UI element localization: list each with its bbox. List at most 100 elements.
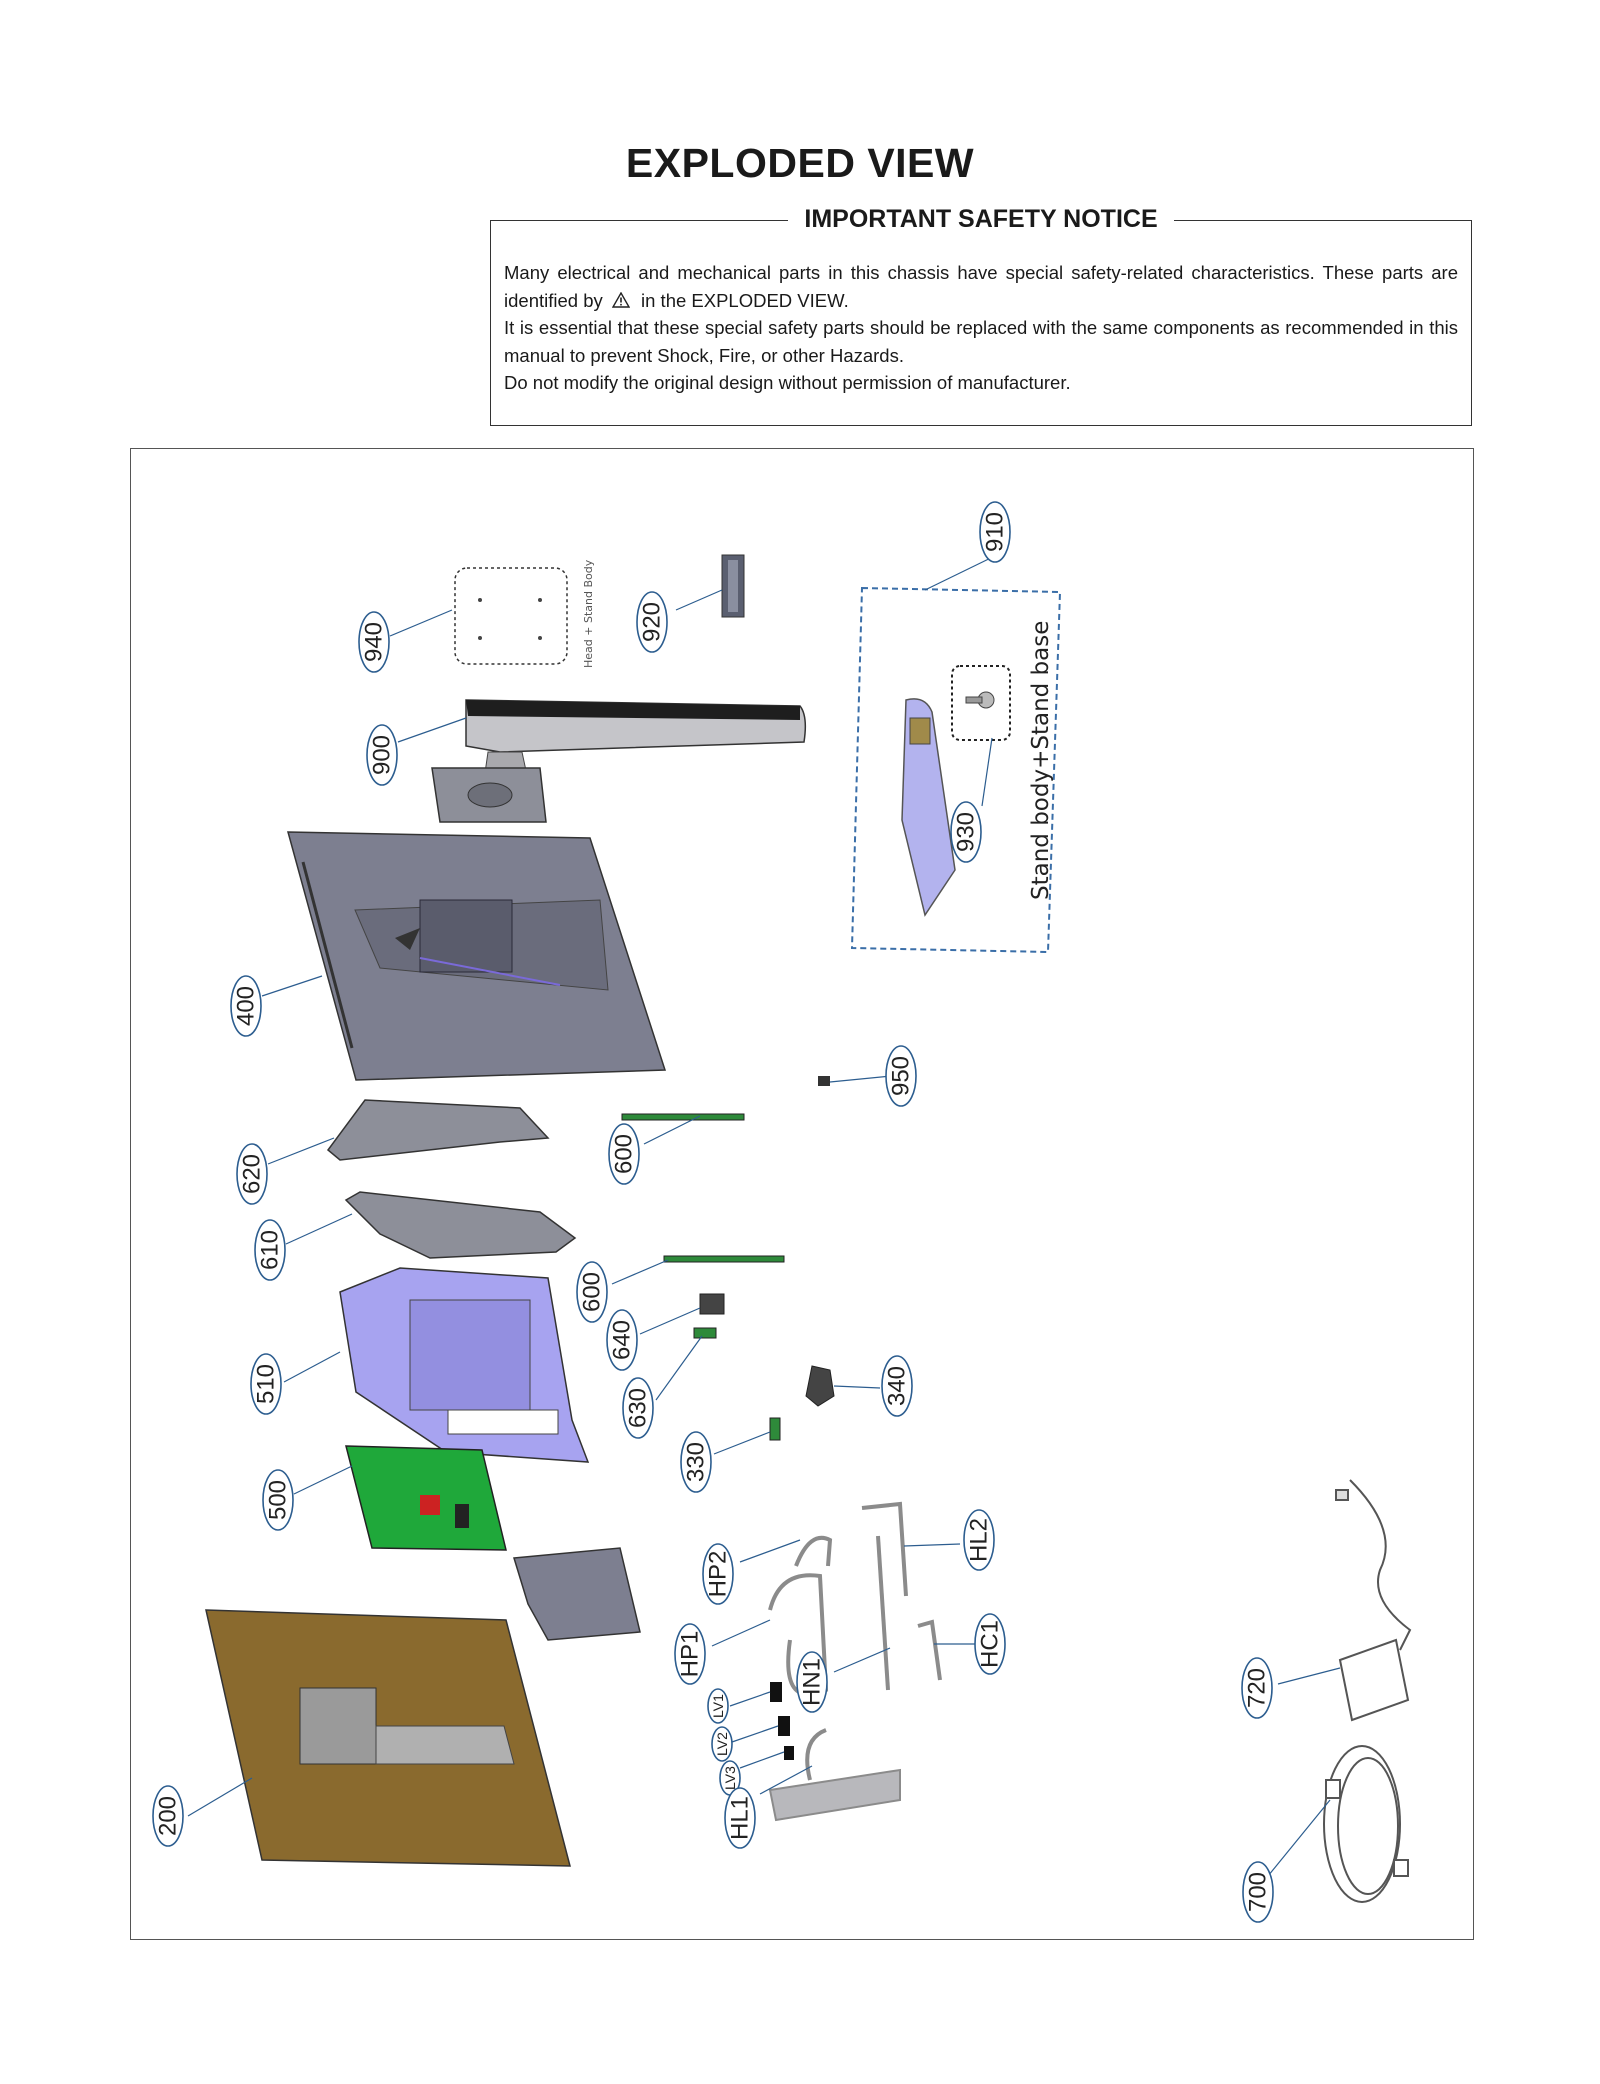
callout-label: HL2 — [966, 1518, 993, 1562]
chassis-510 — [339, 1267, 590, 1463]
safety-notice-box: IMPORTANT SAFETY NOTICE Many electrical … — [490, 205, 1472, 426]
callout-ring — [230, 975, 262, 1037]
notice-line-2: It is essential that these special safet… — [504, 317, 1458, 366]
callout-200: 200 — [152, 1785, 184, 1847]
cables — [768, 1501, 942, 1822]
callout-label: 620 — [239, 1154, 266, 1194]
callout-hl1: HL1 — [724, 1787, 756, 1849]
joystick-950 — [818, 1076, 830, 1086]
callout-label: 400 — [233, 986, 260, 1026]
callout-ring — [1242, 1861, 1274, 1923]
callout-label: 700 — [1245, 1872, 1272, 1912]
callout-ring — [711, 1726, 733, 1762]
back-cover — [287, 831, 667, 1081]
cable-HL1-tray — [768, 1768, 901, 1822]
callout-label: 940 — [361, 622, 388, 662]
callout-label: 950 — [888, 1056, 915, 1096]
callout-ring — [366, 724, 398, 786]
main-board-500 — [345, 1445, 507, 1551]
callout-label: HC1 — [977, 1620, 1004, 1668]
callout-hp2: HP2 — [702, 1543, 734, 1605]
callout-label: 640 — [609, 1320, 636, 1360]
callout-640: 640 — [606, 1309, 638, 1371]
bracket-920 — [721, 554, 745, 618]
callout-400: 400 — [230, 975, 262, 1037]
callout-label: HL1 — [727, 1796, 754, 1840]
callout-ring — [254, 1219, 286, 1281]
page-title: EXPLODED VIEW — [625, 140, 975, 186]
callout-label: 600 — [579, 1272, 606, 1312]
callout-label: 900 — [369, 735, 396, 775]
callout-ring — [262, 1469, 294, 1531]
callout-label: HP1 — [677, 1631, 704, 1678]
notice-paragraph-1: Many electrical and mechanical parts in … — [504, 259, 1458, 314]
hole-pattern-label: Head + Stand Body — [582, 559, 595, 668]
callout-label: 510 — [253, 1364, 280, 1404]
callout-label: 630 — [625, 1388, 652, 1428]
callout-hc1: HC1 — [974, 1613, 1006, 1675]
key-board-600-b — [663, 1255, 785, 1263]
callout-ring — [950, 801, 982, 863]
callout-hn1: HN1 — [796, 1651, 828, 1713]
cable-HL2-b — [876, 1535, 890, 1691]
stand-base — [901, 698, 956, 917]
power-adapter-720 — [1335, 1479, 1412, 1722]
callout-ring — [702, 1543, 734, 1605]
stand-base-hinge — [909, 717, 931, 745]
callout-620: 620 — [236, 1143, 268, 1205]
callout-hp1: HP1 — [674, 1623, 706, 1685]
stand-group-label: Stand body+Stand base — [1028, 621, 1054, 900]
callout-900: 900 — [366, 724, 398, 786]
callout-ring — [358, 611, 390, 673]
callout-ring — [974, 1613, 1006, 1675]
callout-label: HN1 — [799, 1658, 826, 1706]
stand-neck — [431, 699, 807, 823]
stand-group: Stand body+Stand base — [850, 586, 1062, 954]
cable-HP2 — [794, 1535, 833, 1567]
panel-200 — [205, 1609, 571, 1867]
callout-950: 950 — [885, 1045, 917, 1107]
callout-label: 330 — [683, 1442, 710, 1482]
callout-ring — [636, 591, 668, 653]
lvds-connectors — [770, 1682, 794, 1760]
part-330 — [769, 1417, 781, 1441]
callout-ring — [608, 1123, 640, 1185]
callout-label: 910 — [982, 512, 1009, 552]
callout-600: 600 — [576, 1261, 608, 1323]
callout-label: 200 — [155, 1796, 182, 1836]
callout-700: 700 — [1242, 1861, 1274, 1923]
callout-510: 510 — [250, 1353, 282, 1415]
callout-ring — [152, 1785, 184, 1847]
callout-ring — [707, 1688, 729, 1724]
notice-title: IMPORTANT SAFETY NOTICE — [788, 205, 1174, 233]
notice-line-1: Many electrical and mechanical parts in … — [504, 262, 1458, 311]
callout-ring — [885, 1045, 917, 1107]
callout-hl2: HL2 — [963, 1509, 995, 1571]
callout-lv2: LV2 — [711, 1726, 733, 1762]
warning-triangle-icon — [611, 291, 631, 308]
callout-ring — [979, 501, 1011, 563]
notice-body: Many electrical and mechanical parts in … — [504, 259, 1458, 397]
callout-ring — [680, 1431, 712, 1493]
callout-label: 920 — [639, 602, 666, 642]
callout-lv1: LV1 — [707, 1688, 729, 1724]
callout-920: 920 — [636, 591, 668, 653]
callout-930: 930 — [950, 801, 982, 863]
callout-label: LV3 — [722, 1766, 738, 1790]
hole-pattern-template: Head + Stand Body — [454, 559, 595, 668]
callout-ring — [606, 1309, 638, 1371]
callout-label: 500 — [265, 1480, 292, 1520]
callout-label: HP2 — [705, 1551, 732, 1598]
cable-HL2 — [861, 1501, 908, 1597]
callout-label: 930 — [953, 812, 980, 852]
notice-line-1-tail: in the EXPLODED VIEW. — [641, 289, 849, 311]
shield-plate — [513, 1547, 641, 1641]
callout-label: 720 — [1244, 1668, 1271, 1708]
callout-ring — [576, 1261, 608, 1323]
callout-ring — [236, 1143, 268, 1205]
callout-ring — [674, 1623, 706, 1685]
cable-HL1 — [805, 1728, 827, 1781]
exploded-view-frame — [130, 448, 1474, 1940]
